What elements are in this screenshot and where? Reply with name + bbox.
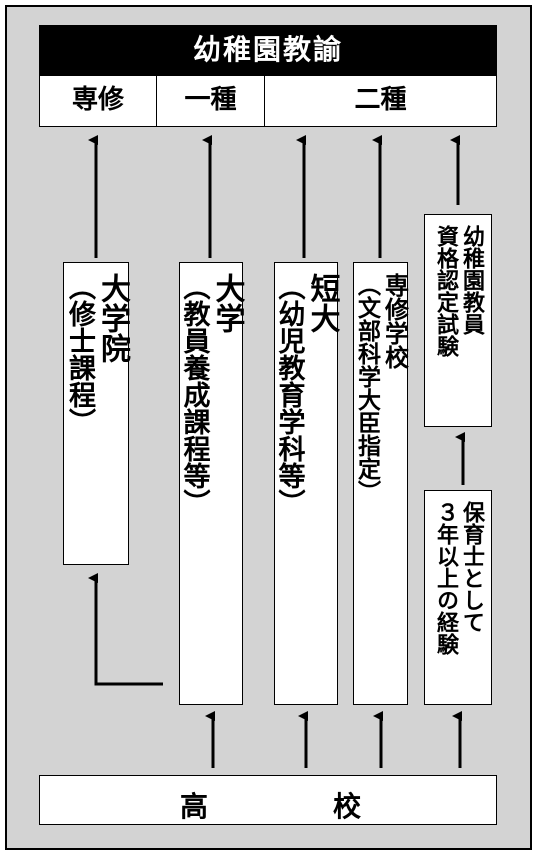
university-box: 大学 （教員養成課程等） [178,262,245,705]
experience-line1: 保育士として [459,501,484,633]
university-label: 大学 [209,273,245,333]
high-school-char2: 校 [333,790,362,823]
experience-line2: ３年以上の経験 [433,501,458,655]
exam-line1: 幼稚園教員 [459,225,484,335]
high-school-box: 高 校 [39,775,497,825]
category-isshu: 一種 [156,75,265,127]
license-title: 幼稚園教諭 [39,25,497,75]
vocational-school-box: 専修学校 （文部科学大臣指定） [353,262,409,705]
junior-college-label: 短大 [304,273,340,333]
nursery-experience-box: 保育士として ３年以上の経験 [424,490,492,705]
high-school-char1: 高 [180,790,209,823]
certification-exam-box: 幼稚園教員 資格認定試験 [424,214,492,427]
graduate-school-label: 大学院 [95,273,130,363]
graduate-school-box: 大学院 （修士課程） [63,262,130,565]
university-note: （教員養成課程等） [178,273,210,516]
junior-college-box: 短大 （幼児教育学科等） [273,262,340,705]
junior-college-note: （幼児教育学科等） [273,273,305,516]
exam-line2: 資格認定試験 [433,225,458,357]
graduate-school-note: （修士課程） [64,273,95,435]
vocational-school-note: （文部科学大臣指定） [353,273,380,503]
arrow-university-to-graduate [88,573,163,686]
vocational-school-label: 専修学校 [380,273,409,369]
category-nishu: 二種 [264,75,497,127]
